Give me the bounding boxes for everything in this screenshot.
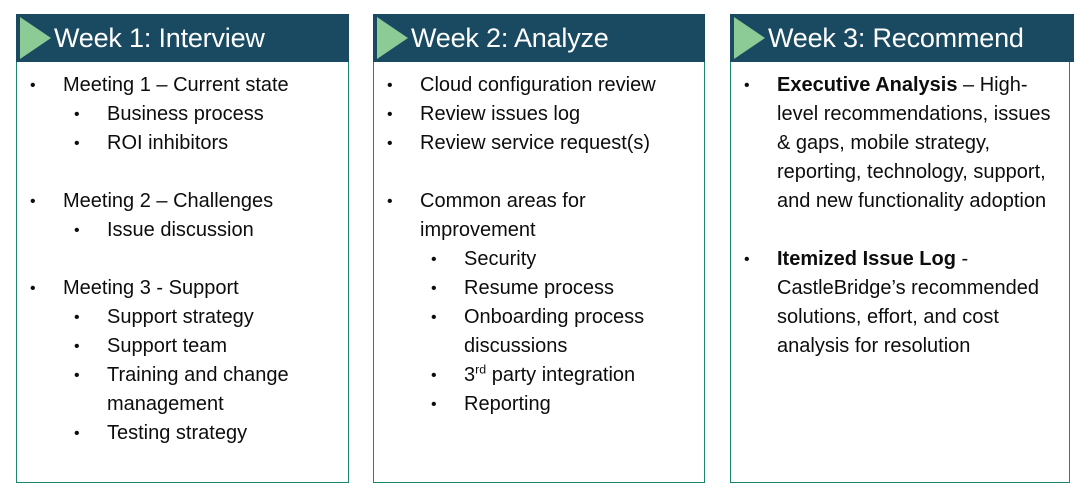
- bullet-text: Common areas for improvement: [420, 190, 586, 241]
- bullet-item: • Review service request(s): [380, 129, 698, 158]
- bullet-dot-icon: •: [74, 309, 80, 326]
- bullet-item: • Meeting 3 - Support: [23, 274, 342, 303]
- bullet-dot-icon: •: [30, 280, 36, 297]
- bullet-item: • Common areas for improvement: [380, 187, 698, 245]
- bullet-text: Security: [464, 248, 537, 270]
- bullet-item: • Training and change management: [23, 361, 342, 419]
- bullet-dot-icon: •: [431, 396, 437, 413]
- bullet-spacer: [23, 245, 342, 274]
- bullet-text: Review issues log: [420, 103, 581, 125]
- play-triangle-icon: [377, 17, 408, 59]
- bullet-item: • Meeting 2 – Challenges: [23, 187, 342, 216]
- bullet-text: Support team: [107, 335, 228, 357]
- bullet-item: • Onboarding process discussions: [380, 303, 698, 361]
- bullet-spacer: [380, 158, 698, 187]
- bullet-item: • Business process: [23, 100, 342, 129]
- bullet-text: 3rd party integration: [464, 362, 636, 386]
- week-card-3-header: Week 3: Recommend: [730, 14, 1074, 62]
- play-triangle-icon: [20, 17, 51, 59]
- week-card-2-title: Week 2: Analyze: [411, 22, 609, 53]
- bullet-item: • Review issues log: [380, 100, 698, 129]
- bullet-dot-icon: •: [387, 77, 393, 94]
- bullet-dot-icon: •: [74, 425, 80, 442]
- bullet-text: Review service request(s): [420, 132, 651, 154]
- bullet-dot-icon: •: [431, 280, 437, 297]
- bullet-item: • Support team: [23, 332, 342, 361]
- bullet-text: Meeting 3 - Support: [63, 277, 239, 299]
- bullet-dot-icon: •: [30, 193, 36, 210]
- bullet-dot-icon: •: [74, 338, 80, 355]
- week-card-1-header: Week 1: Interview: [16, 14, 349, 62]
- bullet-dot-icon: •: [744, 77, 750, 94]
- week-card-3-body: • Executive Analysis – High-level recomme…: [730, 62, 1070, 483]
- bullet-dot-icon: •: [30, 77, 36, 94]
- bullet-spacer: [737, 216, 1063, 245]
- bullet-item: • Resume process: [380, 274, 698, 303]
- bullet-text: Onboarding process discussions: [464, 306, 645, 357]
- bullet-item: • Cloud configuration review: [380, 71, 698, 100]
- week-card-2: Week 2: Analyze • Cloud configuration rev…: [373, 14, 705, 483]
- bullet-text: Reporting: [464, 393, 551, 415]
- bullet-dot-icon: •: [387, 193, 393, 210]
- bullet-item: • 3rd party integration: [380, 361, 698, 390]
- bullet-text: Issue discussion: [107, 219, 254, 241]
- bullet-text: Itemized Issue Log - CastleBridge’s reco…: [777, 248, 1039, 357]
- bullet-text: Resume process: [464, 277, 615, 299]
- bullet-text: Meeting 2 – Challenges: [63, 190, 274, 212]
- week-card-1-bullet-list: • Meeting 1 – Current state • Business proc…: [23, 71, 342, 448]
- bullet-item: • Issue discussion: [23, 216, 342, 245]
- bullet-dot-icon: •: [431, 367, 437, 384]
- bullet-item: • Executive Analysis – High-level recomme…: [737, 71, 1063, 216]
- bullet-item: • Itemized Issue Log - CastleBridge’s rec…: [737, 245, 1063, 361]
- bullet-dot-icon: •: [74, 367, 80, 384]
- bullet-dot-icon: •: [74, 135, 80, 152]
- bullet-item: • Security: [380, 245, 698, 274]
- bullet-dot-icon: •: [74, 222, 80, 239]
- bullet-item: • Reporting: [380, 390, 698, 419]
- bullet-text: Business process: [107, 103, 264, 125]
- week-card-2-header: Week 2: Analyze: [373, 14, 705, 62]
- week-card-2-body: • Cloud configuration review • Review issue…: [373, 62, 705, 483]
- play-triangle-icon: [734, 17, 765, 59]
- bullet-dot-icon: •: [387, 106, 393, 123]
- bullet-dot-icon: •: [387, 135, 393, 152]
- bullet-text: Testing strategy: [107, 422, 248, 444]
- bullet-spacer: [23, 158, 342, 187]
- week-card-1-title: Week 1: Interview: [54, 22, 265, 53]
- week-card-1-body: • Meeting 1 – Current state • Business proc…: [16, 62, 349, 483]
- week-card-3: Week 3: Recommend • Executive Analysis – …: [730, 14, 1074, 483]
- bullet-dot-icon: •: [431, 251, 437, 268]
- bullet-text: Cloud configuration review: [420, 74, 656, 96]
- bullet-text: ROI inhibitors: [107, 132, 229, 154]
- week-card-2-bullet-list: • Cloud configuration review • Review issue…: [380, 71, 698, 419]
- bullet-dot-icon: •: [74, 106, 80, 123]
- bullet-text: Executive Analysis – High-level recommen…: [777, 74, 1051, 212]
- bullet-text: Training and change management: [107, 364, 289, 415]
- bullet-dot-icon: •: [431, 309, 437, 326]
- week-card-3-title: Week 3: Recommend: [768, 22, 1024, 53]
- bullet-item: • Testing strategy: [23, 419, 342, 448]
- bullet-text: Meeting 1 – Current state: [63, 74, 289, 96]
- bullet-dot-icon: •: [744, 251, 750, 268]
- week-card-3-bullet-list: • Executive Analysis – High-level recomme…: [737, 71, 1063, 361]
- bullet-text: Support strategy: [107, 306, 254, 328]
- week-card-1: Week 1: Interview • Meeting 1 – Current s…: [16, 14, 349, 483]
- bullet-item: • Meeting 1 – Current state: [23, 71, 342, 100]
- bullet-item: • ROI inhibitors: [23, 129, 342, 158]
- bullet-item: • Support strategy: [23, 303, 342, 332]
